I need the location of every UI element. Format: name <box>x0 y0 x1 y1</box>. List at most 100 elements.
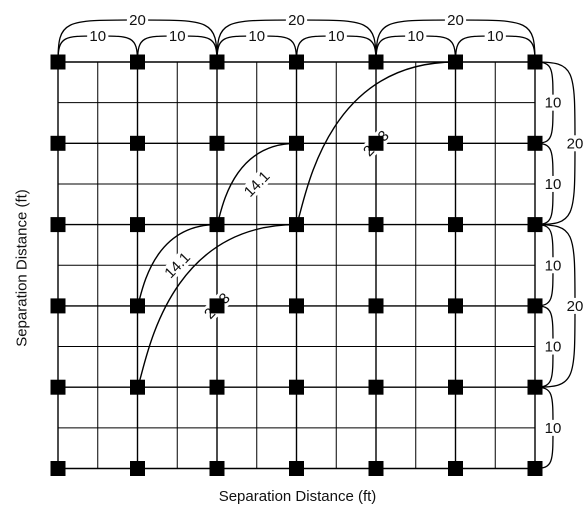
span-label-right-group: 10 <box>542 94 564 112</box>
diagonal-link-label-knockout <box>158 245 197 285</box>
sample-node <box>289 54 304 70</box>
span-label-top-group: 20 <box>126 12 149 29</box>
span-label-top-group: 10 <box>405 28 427 45</box>
span-label-right: 20 <box>567 135 584 152</box>
span-label-right: 10 <box>545 176 562 193</box>
sample-node <box>209 298 225 314</box>
sample-node <box>527 461 543 476</box>
sample-node <box>209 217 225 233</box>
span-label-right-group: 10 <box>542 257 564 274</box>
sample-node <box>130 54 145 70</box>
sample-node <box>368 461 384 476</box>
span-label-right-knockout <box>542 175 564 192</box>
span-label-top-knockout <box>325 28 347 44</box>
sample-node <box>368 217 384 233</box>
span-label-right-knockout <box>542 257 564 274</box>
sample-node <box>527 379 543 395</box>
sample-node <box>50 379 66 395</box>
span-label-right-knockout <box>542 94 564 111</box>
span-label-top: 20 <box>129 12 146 29</box>
sample-node <box>209 135 225 151</box>
span-label-right: 10 <box>545 420 562 437</box>
span-label-right-group: 20 <box>564 297 585 315</box>
sample-node <box>50 54 66 70</box>
span-label-top-group: 10 <box>87 28 109 45</box>
x-axis-label: Separation Distance (ft) <box>218 488 377 505</box>
sample-node <box>448 379 463 395</box>
span-label-top-knockout <box>166 28 188 44</box>
span-label-top-knockout <box>246 28 268 44</box>
span-label-top: 10 <box>487 28 504 45</box>
span-label-top-knockout <box>87 28 109 44</box>
span-label-top: 10 <box>328 28 345 45</box>
sample-node <box>448 135 463 151</box>
span-label-top: 20 <box>288 12 305 29</box>
span-label-top: 10 <box>407 28 424 45</box>
grid-lines <box>57 61 536 470</box>
span-label-right: 20 <box>567 298 584 315</box>
sample-node <box>368 135 384 151</box>
span-label-right-knockout <box>542 338 564 355</box>
sample-node <box>130 379 145 395</box>
span-label-top: 10 <box>169 28 186 45</box>
sample-node <box>527 217 543 233</box>
diagonal-link-arc <box>136 223 297 388</box>
span-label-top-knockout <box>444 12 467 28</box>
span-label-top: 10 <box>89 28 106 45</box>
span-label-right: 10 <box>545 257 562 274</box>
span-label-top-knockout <box>484 28 506 44</box>
sample-node <box>368 298 384 314</box>
sample-nodes <box>50 54 543 476</box>
top-spans: 20 20 20 10 10 10 10 10 10 <box>57 12 536 63</box>
sample-node <box>209 54 225 70</box>
right-spans: 10 10 20 10 10 20 10 <box>534 61 585 470</box>
sample-node <box>527 298 543 314</box>
sample-node <box>50 461 66 476</box>
diagonal-link-label-knockout <box>237 164 276 204</box>
span-label-top-knockout <box>285 12 308 28</box>
sample-node <box>448 298 463 314</box>
span-label-right-group: 10 <box>542 338 564 356</box>
span-label-top-group: 10 <box>484 28 506 45</box>
span-label-top-group: 10 <box>246 28 268 45</box>
span-label-right: 10 <box>545 95 562 112</box>
sample-node <box>209 461 225 476</box>
sample-node <box>448 217 463 233</box>
span-label-right-group: 10 <box>542 419 564 437</box>
span-label-top-knockout <box>126 12 149 28</box>
span-label-right-group: 20 <box>564 135 585 152</box>
sample-node <box>289 298 304 314</box>
sample-node <box>130 298 145 314</box>
span-label-top-group: 10 <box>325 28 347 45</box>
span-label-top-group: 20 <box>444 12 467 29</box>
span-label-top-group: 20 <box>285 12 308 29</box>
span-label-right: 10 <box>545 339 562 356</box>
span-label-right-knockout <box>542 419 564 436</box>
y-axis-label: Separation Distance (ft) <box>13 189 31 347</box>
sample-node <box>289 461 304 476</box>
sample-node <box>50 217 66 233</box>
sample-node <box>289 135 304 151</box>
span-label-top: 10 <box>248 28 265 45</box>
sample-node <box>289 217 304 233</box>
sample-node <box>130 135 145 151</box>
span-label-right-knockout <box>564 135 585 152</box>
sample-node <box>209 379 225 395</box>
span-label-right-group: 10 <box>542 175 564 193</box>
sample-node <box>289 379 304 395</box>
sample-node <box>368 379 384 395</box>
diagonal-link-arc <box>295 61 456 225</box>
sample-node <box>527 135 543 151</box>
span-label-top: 20 <box>447 12 464 29</box>
sample-node <box>448 461 463 476</box>
span-label-right-knockout <box>564 297 585 314</box>
sample-node <box>50 298 66 314</box>
sample-node <box>368 54 384 70</box>
span-label-top-group: 10 <box>166 28 188 45</box>
span-label-top-knockout <box>405 28 427 44</box>
sample-node <box>130 461 145 476</box>
sample-node <box>527 54 543 70</box>
sample-node <box>50 135 66 151</box>
